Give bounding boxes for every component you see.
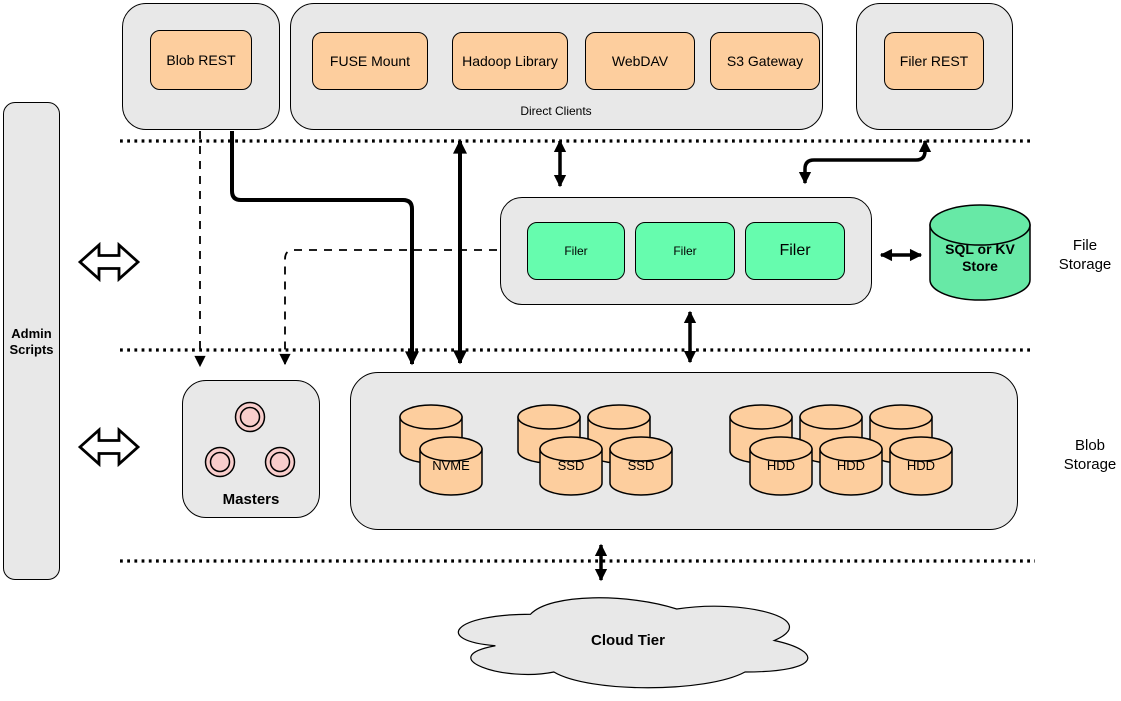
node-label: Filer (779, 242, 811, 259)
node-label: FUSE Mount (329, 53, 411, 69)
admin-scripts-label: Admin Scripts (9, 325, 54, 357)
arrow-blob-rest-to-blob-storage (230, 131, 419, 366)
cloud-tier-icon (457, 597, 809, 689)
admin-blob-storage-double-arrow-icon (77, 426, 141, 468)
cylinder-top (729, 404, 793, 430)
node-label: WebDAV (611, 53, 669, 69)
cylinder-icon (929, 224, 1031, 301)
direct-clients-caption: Direct Clients (520, 103, 592, 118)
sql-kv-store-label: SQL or KV Store (945, 240, 1015, 275)
disk-label-hdd-2: HDD (836, 457, 866, 473)
cylinder-top (869, 404, 933, 430)
blob-storage-section-label: Blob Storage (1063, 437, 1117, 473)
disk-label-ssd-2: SSD (627, 457, 655, 473)
cylinder-icon (419, 448, 483, 496)
node-label: S3 Gateway (726, 53, 804, 69)
master-node-inner (239, 406, 261, 428)
node-hadoop-library: Hadoop Library (452, 32, 568, 90)
cylinder-top (819, 436, 883, 462)
cylinder-top (889, 436, 953, 462)
node-filer-rest: Filer REST (884, 32, 984, 90)
node-label: Hadoop Library (462, 53, 558, 69)
node-label: Filer REST (899, 53, 969, 69)
node-filer-1: Filer (527, 222, 625, 280)
master-node-icons (204, 401, 296, 478)
hdd-cylinder-group (729, 404, 953, 496)
node-label: Blob REST (166, 52, 236, 68)
nvme-cylinder-group (399, 404, 483, 496)
cylinder-icon (609, 448, 673, 496)
node-filer-3: Filer (745, 222, 845, 280)
node-s3-gateway: S3 Gateway (710, 32, 820, 90)
cloud-tier-label: Cloud Tier (591, 631, 665, 649)
cylinder-top (929, 204, 1031, 246)
admin-scripts-panel (3, 102, 60, 580)
node-webdav: WebDAV (585, 32, 695, 90)
cylinder-top (399, 404, 463, 430)
sql-kv-store-cylinder (929, 204, 1031, 301)
cylinder-top (419, 436, 483, 462)
cylinder-top (609, 436, 673, 462)
cylinder-top (517, 404, 581, 430)
arrow-filer-rest-filers (798, 139, 932, 185)
cylinder-top (799, 404, 863, 430)
masters-label: Masters (222, 490, 280, 508)
master-node-inner (269, 451, 291, 473)
cylinder-top (749, 436, 813, 462)
cylinder-icon (539, 448, 603, 496)
cylinder-icon (749, 448, 813, 496)
node-blob-rest: Blob REST (150, 30, 252, 90)
disk-label-hdd-1: HDD (766, 457, 796, 473)
ssd-cylinder-group (517, 404, 673, 496)
disk-label-nvme: NVME (432, 457, 470, 473)
cylinder-top (539, 436, 603, 462)
disk-label-hdd-3: HDD (906, 457, 936, 473)
arrow-filers-to-masters (279, 249, 497, 366)
node-label: Filer (564, 244, 588, 258)
node-filer-2: Filer (635, 222, 735, 280)
file-storage-section-label: File Storage (1058, 237, 1112, 273)
cylinder-top (587, 404, 651, 430)
cylinder-icon (889, 448, 953, 496)
master-node-inner (209, 451, 231, 473)
admin-file-storage-double-arrow-icon (77, 241, 141, 283)
node-fuse-mount: FUSE Mount (312, 32, 428, 90)
disk-label-ssd-1: SSD (557, 457, 585, 473)
node-label: Filer (673, 244, 697, 258)
cylinder-icon (819, 448, 883, 496)
